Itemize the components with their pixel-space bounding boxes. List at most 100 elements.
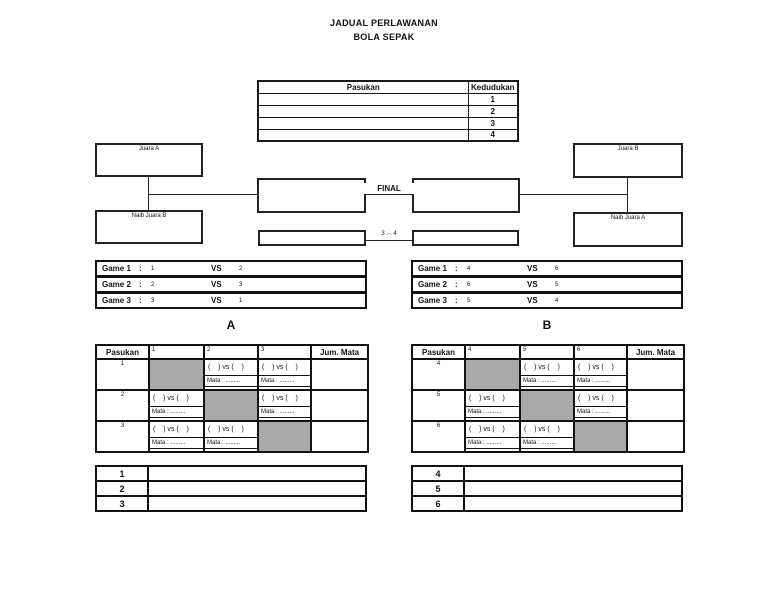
bracket-connector-line	[519, 194, 628, 195]
matrix-row: 1 ( ) vs ( ) Mata : ......... ( ) vs ( )…	[95, 358, 369, 391]
matrix-diagonal-cell	[573, 420, 628, 453]
points-line: Mata : .........	[206, 438, 256, 449]
game-row: Game 1 : 1 VS 2	[95, 260, 367, 277]
game-vs-label: VS	[211, 264, 222, 273]
game-name: Game 2	[102, 280, 131, 289]
matrix-sum-header: Jum. Mata	[310, 344, 369, 360]
matrix-sum-header: Jum. Mata	[626, 344, 685, 360]
points-row-label: 2	[95, 480, 149, 497]
points-line: Mata : .........	[206, 376, 256, 387]
table-row: 2	[257, 104, 519, 118]
group-b-matrix-table: Pasukan 4 5 6 Jum. Mata 4 ( ) vs ( ) Mat…	[411, 344, 685, 453]
table-row: 1	[95, 465, 367, 482]
matrix-match-cell: ( ) vs ( ) Mata : .........	[464, 420, 521, 453]
group-b-points-table: 4 5 6	[411, 465, 683, 512]
points-row-label: 5	[411, 480, 465, 497]
points-line: Mata : .........	[260, 376, 309, 387]
game-away-team: 1	[239, 297, 243, 304]
table-row: 4	[257, 128, 519, 142]
matrix-row: 2 ( ) vs ( ) Mata : ......... ( ) vs ( )…	[95, 389, 369, 422]
matrix-row: 4 ( ) vs ( ) Mata : ......... ( ) vs ( )…	[411, 358, 685, 391]
matrix-sum-cell	[626, 389, 685, 422]
standings-team-header: Pasukan	[257, 80, 469, 94]
game-vs-label: VS	[211, 280, 222, 289]
game-row: Game 2 : 2 VS 3	[95, 276, 367, 293]
game-away-team: 3	[239, 281, 243, 288]
matrix-row-label: 5	[411, 389, 466, 422]
game-separator: :	[455, 296, 458, 305]
game-name: Game 2	[418, 280, 447, 289]
final-label: FINAL	[356, 183, 422, 194]
table-row: 6	[411, 495, 683, 512]
matrix-match-cell: ( ) vs ( ) Mata : .........	[573, 358, 628, 391]
matrix-col-header: 4	[464, 344, 521, 360]
matrix-row: 3 ( ) vs ( ) Mata : ......... ( ) vs ( )…	[95, 420, 369, 453]
score-line: ( ) vs ( )	[467, 423, 518, 438]
bracket-label: Juara B	[617, 146, 639, 152]
title-line-1: JADUAL PERLAWANAN	[330, 18, 438, 28]
third-place-label: 3 .-. 4	[366, 229, 412, 239]
game-row: Game 3 : 3 VS 1	[95, 292, 367, 309]
game-separator: :	[455, 264, 458, 273]
bracket-connector-line	[148, 194, 258, 195]
table-row: 4	[411, 465, 683, 482]
score-line: ( ) vs ( )	[260, 392, 309, 407]
game-row: Game 2 : 6 VS 5	[411, 276, 683, 293]
matrix-row-label: 1	[95, 358, 150, 391]
game-home-team: 1	[151, 265, 155, 272]
matrix-diagonal-cell	[148, 358, 205, 391]
points-line: Mata : .........	[151, 438, 202, 449]
score-line: ( ) vs ( )	[522, 361, 572, 376]
group-a-heading: A	[226, 318, 236, 332]
game-vs-label: VS	[527, 296, 538, 305]
standings-table: Pasukan Kedudukan 1 2 3 4	[257, 80, 519, 142]
score-line: ( ) vs ( )	[206, 423, 256, 438]
bracket-box-third-place-left	[258, 230, 366, 246]
bracket-box-finalist-right	[412, 178, 520, 213]
standings-position-cell: 2	[467, 104, 519, 118]
matrix-team-header: Pasukan	[411, 344, 466, 360]
matrix-header-row: Pasukan 1 2 3 Jum. Mata	[95, 344, 369, 360]
table-row: 3	[257, 116, 519, 130]
matrix-row: 6 ( ) vs ( ) Mata : ......... ( ) vs ( )…	[411, 420, 685, 453]
matrix-match-cell: ( ) vs ( ) Mata : .........	[257, 389, 312, 422]
matrix-sum-cell	[310, 389, 369, 422]
game-home-team: 2	[151, 281, 155, 288]
points-line: Mata : .........	[576, 407, 625, 418]
game-home-team: 3	[151, 297, 155, 304]
bracket-label: Naib Juara B	[131, 213, 167, 219]
matrix-match-cell: ( ) vs ( ) Mata : .........	[257, 358, 312, 391]
bracket-box-finalist-left	[257, 178, 366, 213]
matrix-match-cell: ( ) vs ( ) Mata : .........	[148, 420, 205, 453]
matrix-row-label: 4	[411, 358, 466, 391]
points-row-label: 6	[411, 495, 465, 512]
bracket-box-juara-b: Juara B	[573, 143, 683, 178]
matrix-row-label: 2	[95, 389, 150, 422]
score-line: ( ) vs ( )	[467, 392, 518, 407]
game-away-team: 5	[555, 281, 559, 288]
points-line: Mata : .........	[260, 407, 309, 418]
table-row: 2	[95, 480, 367, 497]
matrix-match-cell: ( ) vs ( ) Mata : .........	[203, 420, 259, 453]
game-away-team: 2	[239, 265, 243, 272]
standings-team-cell	[257, 92, 469, 106]
group-a-points-table: 1 2 3	[95, 465, 367, 512]
table-row: 5	[411, 480, 683, 497]
group-b-games-table: Game 1 : 4 VS 6 Game 2 : 6 VS 5 Game 3 :…	[411, 260, 683, 309]
game-separator: :	[139, 264, 142, 273]
bracket-label: Juara A	[138, 146, 160, 152]
matrix-col-header: 3	[257, 344, 312, 360]
game-row: Game 1 : 4 VS 6	[411, 260, 683, 277]
matrix-match-cell: ( ) vs ( ) Mata : .........	[203, 358, 259, 391]
game-home-team: 6	[467, 281, 471, 288]
points-value-cell	[463, 495, 683, 512]
matrix-match-cell: ( ) vs ( ) Mata : .........	[464, 389, 521, 422]
matrix-match-cell: ( ) vs ( ) Mata : .........	[148, 389, 205, 422]
bracket-box-third-place-right	[412, 230, 519, 246]
matrix-sum-cell	[310, 420, 369, 453]
bracket-connector-line	[627, 178, 628, 213]
standings-position-cell: 4	[467, 128, 519, 142]
points-row-label: 4	[411, 465, 465, 482]
group-b-heading: B	[542, 318, 552, 332]
standings-team-cell	[257, 116, 469, 130]
